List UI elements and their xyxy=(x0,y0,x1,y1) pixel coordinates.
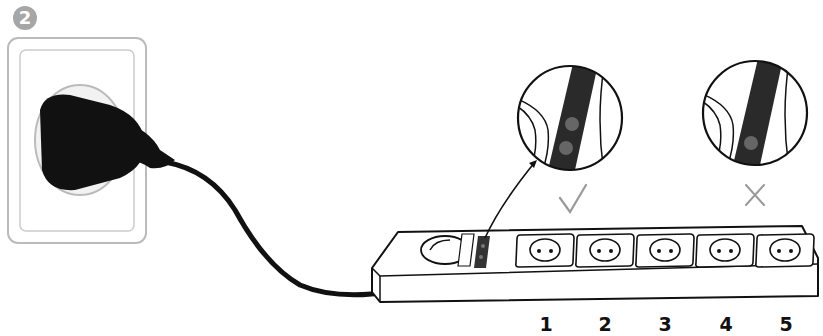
socket-number: 3 xyxy=(658,315,671,334)
socket-number: 5 xyxy=(779,315,792,334)
socket-number: 2 xyxy=(598,315,611,334)
socket-number: 4 xyxy=(719,315,732,334)
socket-number: 1 xyxy=(539,315,552,334)
step-badge: 2 xyxy=(13,6,37,30)
step-number: 2 xyxy=(19,9,32,27)
